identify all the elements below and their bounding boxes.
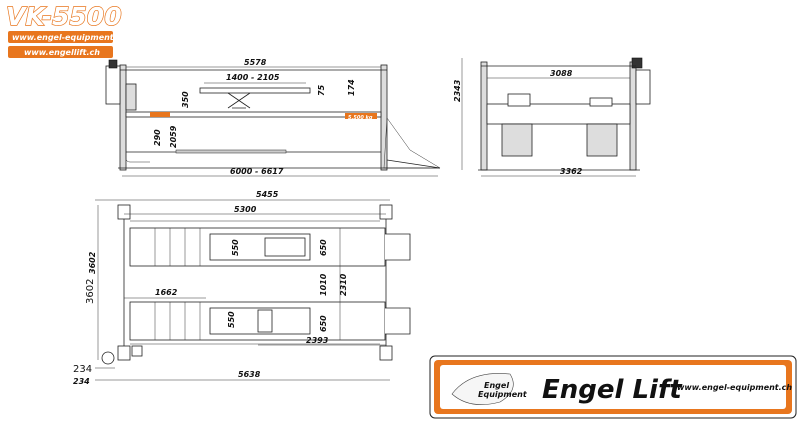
dim-650-lower: 650 [319, 315, 328, 332]
dim-234-italic: 234 [73, 377, 90, 386]
dim-5578: 5578 [244, 58, 267, 67]
side-hydraulic-line [125, 118, 150, 163]
side-motor-cap [108, 59, 118, 69]
model-header: VK-5500 www.engel-equipment.com www.enge… [3, 1, 135, 58]
front-runway-right [586, 123, 618, 157]
top-runway-lower-plates [154, 302, 201, 340]
dim-platform-span: 1400 - 2105 [226, 73, 280, 82]
model-title-box [3, 3, 118, 27]
model-title: VK-5500 [6, 2, 122, 31]
side-jack-scissor [227, 92, 251, 109]
top-runway-upper-plates [154, 228, 201, 266]
emblem-line1: Engel [484, 381, 509, 390]
side-ramp-line [386, 159, 441, 169]
top-post-bl [117, 345, 131, 361]
side-lower-platform [175, 149, 287, 154]
dim-3602: 3602 [85, 279, 96, 304]
dim-3362: 3362 [560, 167, 583, 176]
url-secondary-box [8, 46, 113, 58]
logo-url: www.engel-equipment.ch [677, 383, 792, 392]
side-motor [105, 65, 121, 105]
front-crossbeam [486, 103, 631, 125]
dim-5300: 5300 [234, 205, 257, 214]
dim-2393: 2393 [306, 336, 329, 345]
side-jack-platform [199, 87, 311, 94]
dim-174: 174 [347, 79, 356, 96]
logo-panel: Engel Equipment Engel Lift www.engel-equ… [429, 355, 797, 419]
top-post-tr [379, 204, 393, 220]
dim-234: 234 [73, 364, 92, 375]
logo-brand: Engel Lift [542, 375, 683, 405]
dim-5638: 5638 [238, 370, 261, 379]
dim-1010: 1010 [319, 273, 328, 296]
front-view: 3088 2343 3362 [453, 57, 651, 177]
url-secondary: www.engellift.ch [24, 48, 100, 57]
emblem-line2: Equipment [478, 390, 528, 399]
front-motor-cap [631, 57, 643, 69]
dim-3602-italic: 3602 [88, 251, 97, 274]
front-jack-left [507, 93, 531, 107]
side-runway [125, 111, 382, 118]
dim-550-upper: 550 [231, 239, 240, 256]
dim-2310: 2310 [339, 273, 348, 296]
dim-2343: 2343 [453, 79, 462, 102]
dim-1662: 1662 [155, 288, 178, 297]
front-post-right [629, 61, 637, 171]
url-primary-box [8, 31, 113, 43]
dim-length-range: 6000 - 6617 [230, 167, 284, 176]
dim-75: 75 [317, 84, 326, 96]
dim-3088: 3088 [550, 69, 573, 78]
side-control-box [125, 83, 137, 111]
side-view: 5578 1400 - 2105 350 75 174 290 2059 600… [105, 58, 441, 177]
top-control-box [131, 345, 143, 357]
dim-2059: 2059 [169, 125, 178, 148]
top-post-tl [117, 204, 131, 220]
front-jack-right [589, 97, 613, 107]
top-view: 5455 5300 3602 3602 550 650 1010 2310 16… [73, 190, 411, 386]
capacity-label: 5.500 kg [348, 115, 373, 121]
logo-angel-emblem [451, 373, 514, 405]
logo-inner [440, 365, 786, 409]
top-ramp-upper [385, 233, 411, 261]
side-post-left [119, 64, 127, 171]
front-runway-left [501, 123, 533, 157]
top-ramp-lower [385, 307, 411, 335]
side-post-right [380, 64, 388, 171]
front-post-left [480, 61, 488, 171]
dim-290: 290 [153, 129, 162, 146]
top-motor [101, 351, 115, 365]
dim-5455: 5455 [256, 190, 279, 199]
url-primary: www.engel-equipment.com [12, 33, 135, 42]
dim-550-lower: 550 [227, 311, 236, 328]
capacity-badge [345, 113, 377, 119]
dim-350: 350 [181, 91, 190, 108]
top-jack-upper-pad [264, 237, 306, 257]
front-motor [635, 69, 651, 105]
top-jack-lower-pad [257, 309, 273, 333]
dim-650-upper: 650 [319, 239, 328, 256]
top-post-br [379, 345, 393, 361]
side-post-badge [150, 112, 170, 117]
